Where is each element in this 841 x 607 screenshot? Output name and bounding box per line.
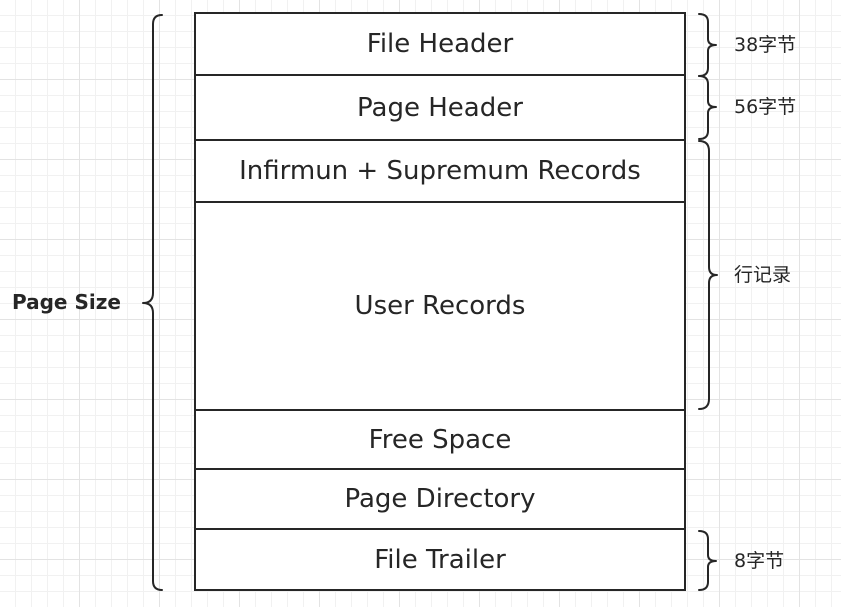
row-records-brace [698,140,718,410]
free-space-block: Free Space [194,409,686,470]
page-size-label: Page Size [12,290,121,314]
free-space-label: Free Space [368,424,512,455]
file-trailer-brace [698,530,717,591]
file-header-label: File Header [366,29,514,59]
infimum-supremum-label: Infirmun + Supremum Records [239,156,641,186]
page-header-size-label: 56字节 [734,96,797,118]
user-records-label: User Records [354,291,526,321]
infimum-supremum-block: Infirmun + Supremum Records [194,139,686,203]
page-directory-label: Page Directory [344,484,536,514]
page-header-label: Page Header [357,92,523,123]
page-header-brace [698,75,717,140]
file-trailer-size-label: 8字节 [734,550,785,572]
page-directory-block: Page Directory [194,468,686,530]
user-records-block: User Records [194,201,686,411]
file-trailer-label: File Trailer [374,544,506,575]
page-size-brace [142,14,163,591]
row-records-label: 行记录 [734,264,792,286]
file-trailer-block: File Trailer [194,528,686,591]
file-header-block: File Header [194,12,686,76]
file-header-size-label: 38字节 [734,34,797,56]
file-header-brace [698,13,717,77]
